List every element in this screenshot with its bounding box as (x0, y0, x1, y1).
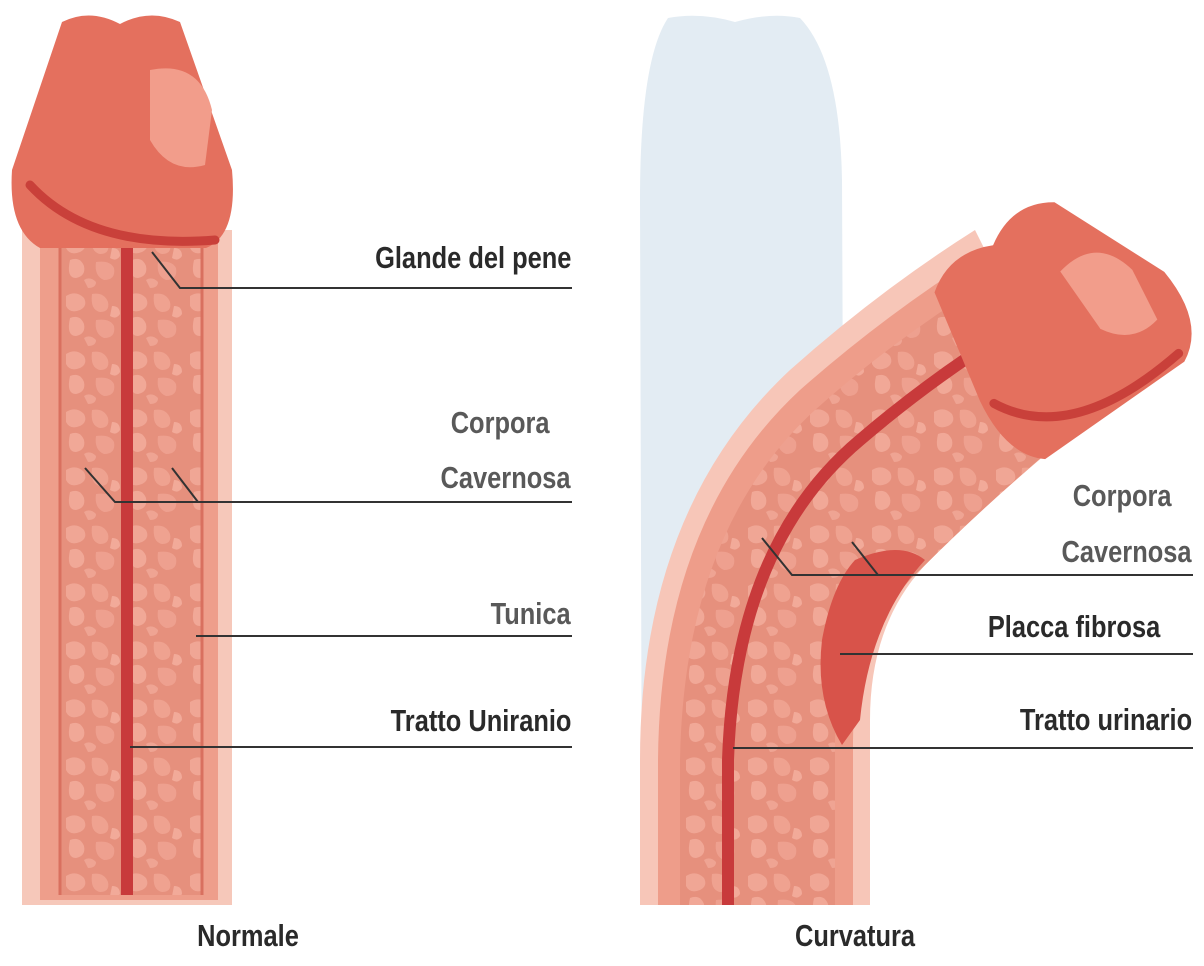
label-tunica: Tunica (491, 596, 571, 632)
caption-normale: Normale (166, 918, 330, 954)
curved-organ (640, 16, 1204, 905)
label-tratto-uniranio: Tratto Uniranio (390, 703, 571, 739)
label-glande-del-pene: Glande del pene (375, 240, 571, 276)
caption-curvatura: Curvatura (773, 918, 937, 954)
label-placca-fibrosa: Placca fibrosa (988, 609, 1160, 645)
normal-urinary-tract (121, 245, 133, 895)
label-corpora-left: Corpora (451, 405, 550, 441)
label-cavernosa-right: Cavernosa (1062, 534, 1192, 570)
normal-glans-highlight (150, 68, 212, 167)
label-cavernosa-left: Cavernosa (441, 460, 571, 496)
label-tratto-urinario: Tratto urinario (1020, 702, 1192, 738)
normal-organ (12, 15, 233, 905)
label-corpora-right: Corpora (1073, 478, 1172, 514)
